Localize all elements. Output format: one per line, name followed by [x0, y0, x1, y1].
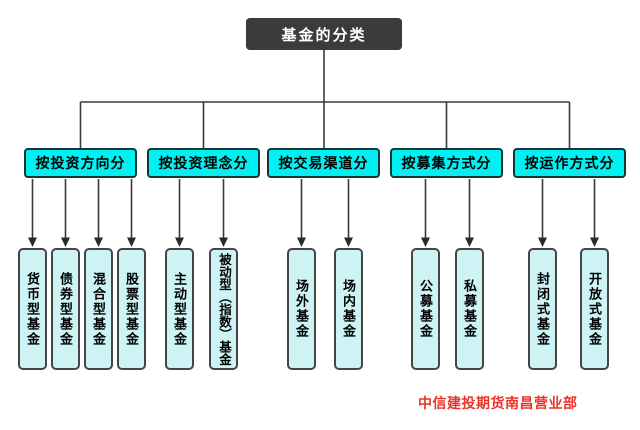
category-node-by-trading-channel: 按交易渠道分	[267, 148, 380, 178]
category-node-by-investment-direction: 按投资方向分	[24, 148, 137, 178]
leaf-label: 封闭式基金	[535, 271, 550, 347]
leaf-label: 私募基金	[462, 279, 477, 339]
arrowhead-icon	[28, 237, 37, 247]
leaf-label: 开放式基金	[587, 271, 602, 347]
arrowhead-icon	[127, 237, 136, 247]
leaf-node-exchange-fund: 场内基金	[334, 248, 363, 370]
leaf-label: 场内基金	[341, 279, 356, 339]
arrowhead-icon	[94, 237, 103, 247]
leaf-node-active-fund: 主动型基金	[165, 248, 194, 370]
leaf-node-private-offering-fund: 私募基金	[455, 248, 484, 370]
arrowhead-icon	[61, 237, 70, 247]
leaf-node-bond-fund: 债券型基金	[51, 248, 80, 370]
branch-watermark-text: 中信建投期货南昌营业部	[418, 395, 578, 411]
arrowhead-icon	[590, 237, 599, 247]
leaf-label: 债券型基金	[58, 271, 73, 347]
arrowhead-icon	[421, 237, 430, 247]
leaf-label: 场外基金	[294, 279, 309, 339]
leaf-node-hybrid-fund: 混合型基金	[84, 248, 113, 370]
arrowhead-icon	[219, 237, 228, 247]
category-node-by-fundraising-method: 按募集方式分	[390, 148, 503, 178]
leaf-node-stock-fund: 股票型基金	[117, 248, 146, 370]
leaf-node-closed-end-fund: 封闭式基金	[528, 248, 557, 370]
arrowhead-icon	[465, 237, 474, 247]
arrowhead-icon	[538, 237, 547, 247]
category-node-by-operation-mode: 按运作方式分	[513, 148, 626, 178]
leaf-label: 混合型基金	[91, 271, 106, 347]
leaf-label: 公募基金	[418, 279, 433, 339]
leaf-node-money-fund: 货币型基金	[18, 248, 47, 370]
arrowheads	[28, 237, 599, 247]
arrowhead-icon	[175, 237, 184, 247]
leaf-node-open-end-fund: 开放式基金	[580, 248, 609, 370]
arrowhead-icon	[344, 237, 353, 247]
tree-connectors	[31, 50, 596, 238]
leaf-label: 被动型（指数）基金	[217, 252, 231, 366]
category-node-by-investment-philosophy: 按投资理念分	[147, 148, 260, 178]
leaf-node-public-offering-fund: 公募基金	[411, 248, 440, 370]
leaf-node-passive-index-fund: 被动型（指数）基金	[209, 248, 238, 370]
arrowhead-icon	[297, 237, 306, 247]
leaf-node-otc-fund: 场外基金	[287, 248, 316, 370]
leaf-label: 股票型基金	[124, 271, 139, 347]
leaf-label: 货币型基金	[25, 271, 40, 347]
leaf-label: 主动型基金	[172, 271, 187, 347]
root-node-fund-classification: 基金的分类	[246, 18, 402, 50]
